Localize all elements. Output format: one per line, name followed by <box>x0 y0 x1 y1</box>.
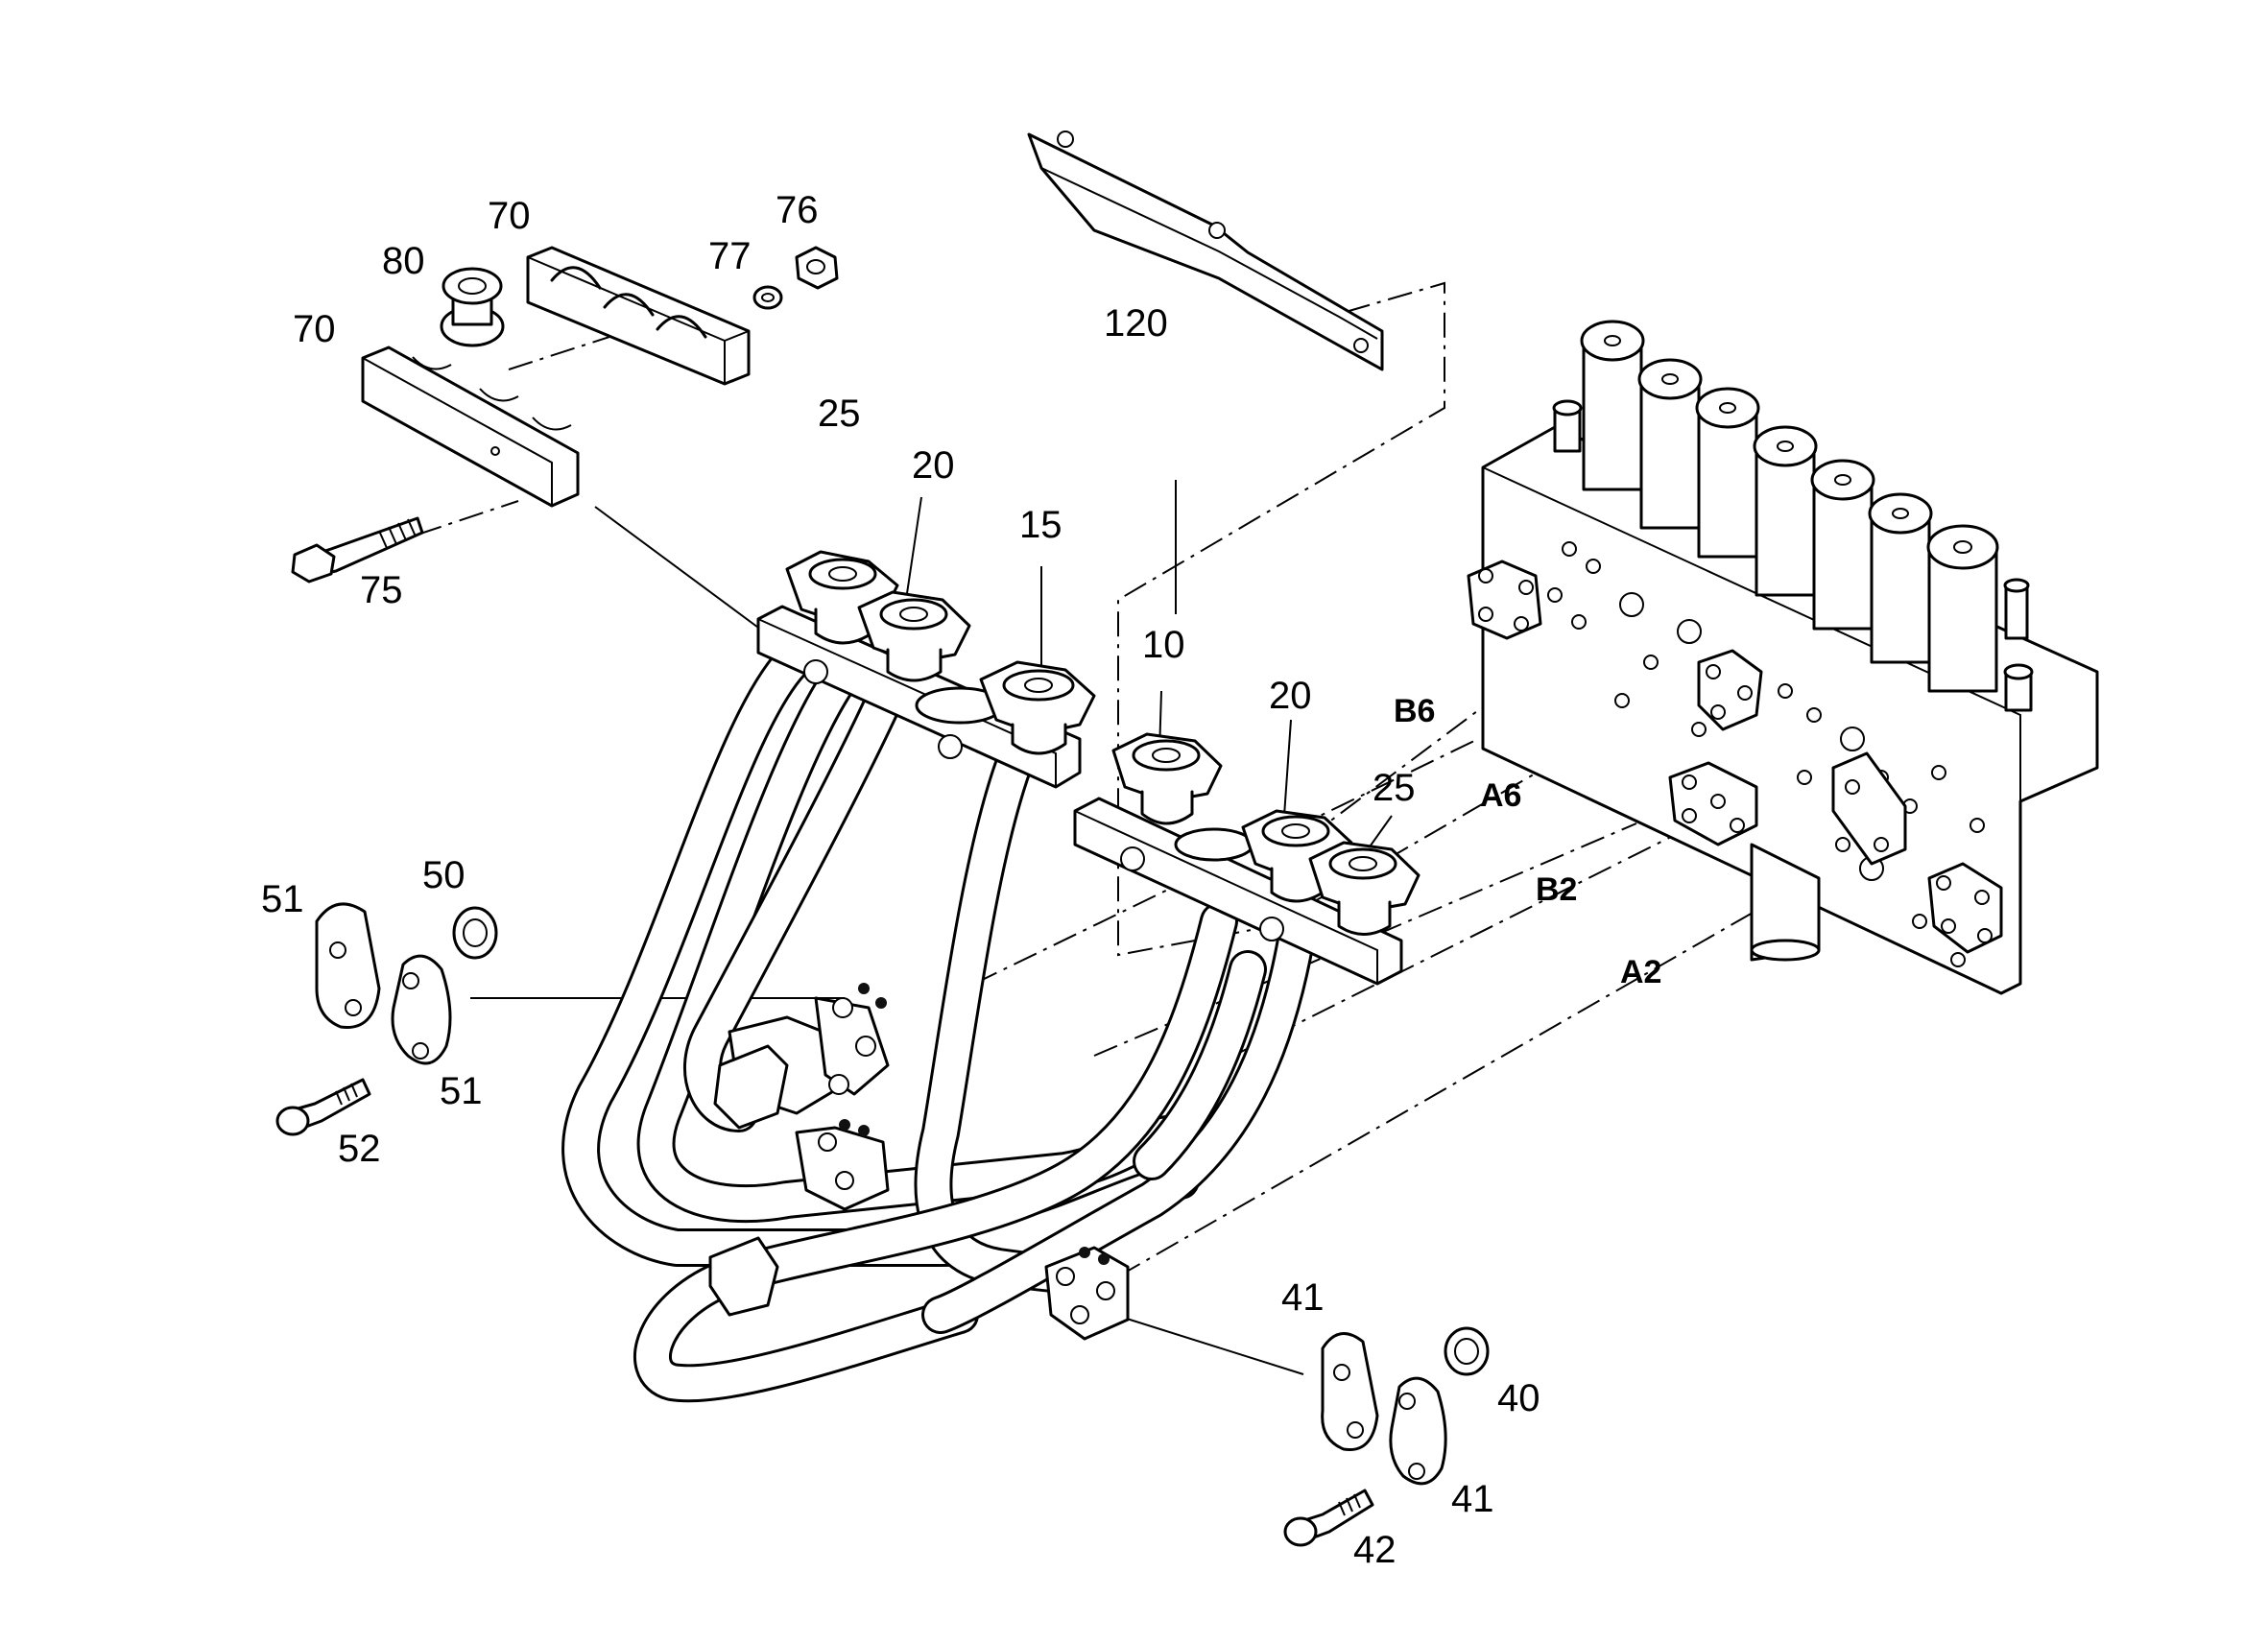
fitting-10 <box>1111 732 1223 825</box>
split-flange-41-a <box>1321 1332 1379 1452</box>
leader-20a <box>905 496 922 601</box>
port-label-b2: B2 <box>1536 871 1577 908</box>
callout-50: 50 <box>422 854 466 896</box>
nut-76 <box>795 246 839 290</box>
fitting-20-upper <box>857 590 971 682</box>
valve-port-flange <box>1668 751 1907 866</box>
callout-76: 76 <box>776 189 819 231</box>
split-flange-41-b <box>1389 1376 1447 1486</box>
callout-52: 52 <box>338 1128 381 1170</box>
fitting-25-lower <box>1308 841 1420 936</box>
split-flange-51-b <box>391 954 452 1065</box>
clamp-half-70-upper <box>526 246 751 386</box>
callout-42: 42 <box>1353 1529 1397 1571</box>
washer-50 <box>452 906 498 960</box>
valve-side-flange-left <box>1467 560 1542 640</box>
callout-10: 10 <box>1142 624 1185 666</box>
callout-41: 41 <box>1281 1276 1325 1319</box>
valve-top-fittings <box>1552 399 2034 712</box>
valve-side-flange-right <box>1927 862 2003 954</box>
split-flange-51-a <box>315 902 381 1029</box>
flange-fitting-mid <box>795 1119 890 1211</box>
cover-plate-120 <box>1027 131 1384 371</box>
washer-77 <box>752 285 783 310</box>
callout-25: 25 <box>818 393 861 435</box>
leader-20b <box>1283 719 1292 817</box>
callout-75: 75 <box>360 569 403 611</box>
sleeve-80 <box>440 267 505 347</box>
port-label-a6: A6 <box>1480 777 1521 814</box>
flange-fitting-bottom <box>1044 1246 1130 1341</box>
port-label-b6: B6 <box>1394 693 1435 729</box>
callout-25: 25 <box>1373 767 1416 809</box>
callout-20: 20 <box>912 444 955 487</box>
control-valve-block <box>1467 320 2099 995</box>
fitting-15 <box>979 660 1096 755</box>
callout-120: 120 <box>1104 302 1168 345</box>
callout-51: 51 <box>261 878 304 920</box>
port-labels: B6 A6 B2 A2 <box>1394 693 1661 990</box>
leader-lines <box>470 480 1393 1375</box>
port-label-a2: A2 <box>1620 954 1661 990</box>
callout-40: 40 <box>1497 1377 1540 1419</box>
callout-80: 80 <box>382 240 425 282</box>
callout-70: 70 <box>293 308 336 350</box>
solenoid-cylinders <box>1580 320 1999 693</box>
callout-41: 41 <box>1451 1478 1494 1520</box>
fitting-20-lower <box>1241 809 1353 903</box>
screw-52 <box>275 1078 371 1136</box>
bolt-75 <box>291 516 424 584</box>
valve-side-flange-mid <box>1697 649 1763 731</box>
callout-20: 20 <box>1269 675 1312 717</box>
clamp-half-70-lower <box>361 345 580 508</box>
elbow-fitting <box>708 1044 789 1317</box>
manifold-bar-lower <box>1073 797 1403 986</box>
callout-51: 51 <box>440 1070 483 1112</box>
callout-77: 77 <box>708 235 752 277</box>
callout-15: 15 <box>1019 504 1062 546</box>
callout-labels: 120 70 70 80 77 76 75 25 20 15 10 20 25 … <box>261 189 1540 1571</box>
callout-70: 70 <box>488 195 531 237</box>
manifold-bar-upper <box>756 605 1082 789</box>
washer-40 <box>1444 1326 1490 1376</box>
screw-42 <box>1283 1489 1374 1547</box>
